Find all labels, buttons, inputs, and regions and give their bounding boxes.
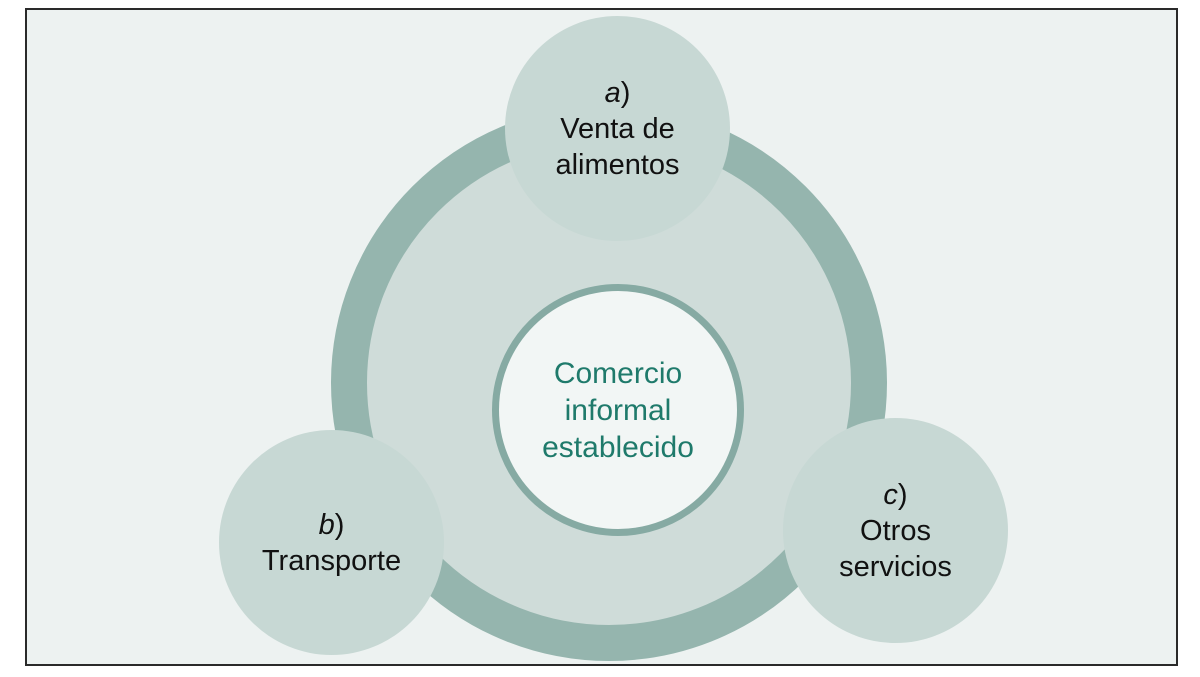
node-venta-de-alimentos: a) Venta de alimentos (505, 16, 730, 241)
node-transporte: b) Transporte (219, 430, 444, 655)
node-b-line-1: Transporte (261, 544, 402, 577)
node-c-line-2: servicios (839, 550, 952, 583)
center-line-1: Comercio (553, 356, 683, 390)
node-c-tag: c) (883, 477, 907, 513)
node-a-line-2: alimentos (555, 148, 680, 181)
center-line-3: establecido (542, 430, 694, 464)
center-line-2: informal (564, 393, 672, 427)
center-circle: Comercio informal establecido (492, 284, 744, 536)
node-c-letter: c (883, 478, 898, 511)
node-otros-servicios: c) Otros servicios (783, 418, 1008, 643)
node-a-letter: a (604, 76, 621, 109)
node-b-letter: b (318, 508, 335, 541)
node-a-line-1: Venta de (560, 112, 675, 145)
node-a-tag: a) (605, 75, 631, 111)
node-b-tag: b) (319, 507, 345, 543)
node-b-suffix: ) (334, 508, 345, 541)
node-c-line-1: Otros (860, 514, 931, 547)
node-a-suffix: ) (620, 76, 631, 109)
node-c-suffix: ) (897, 478, 908, 511)
